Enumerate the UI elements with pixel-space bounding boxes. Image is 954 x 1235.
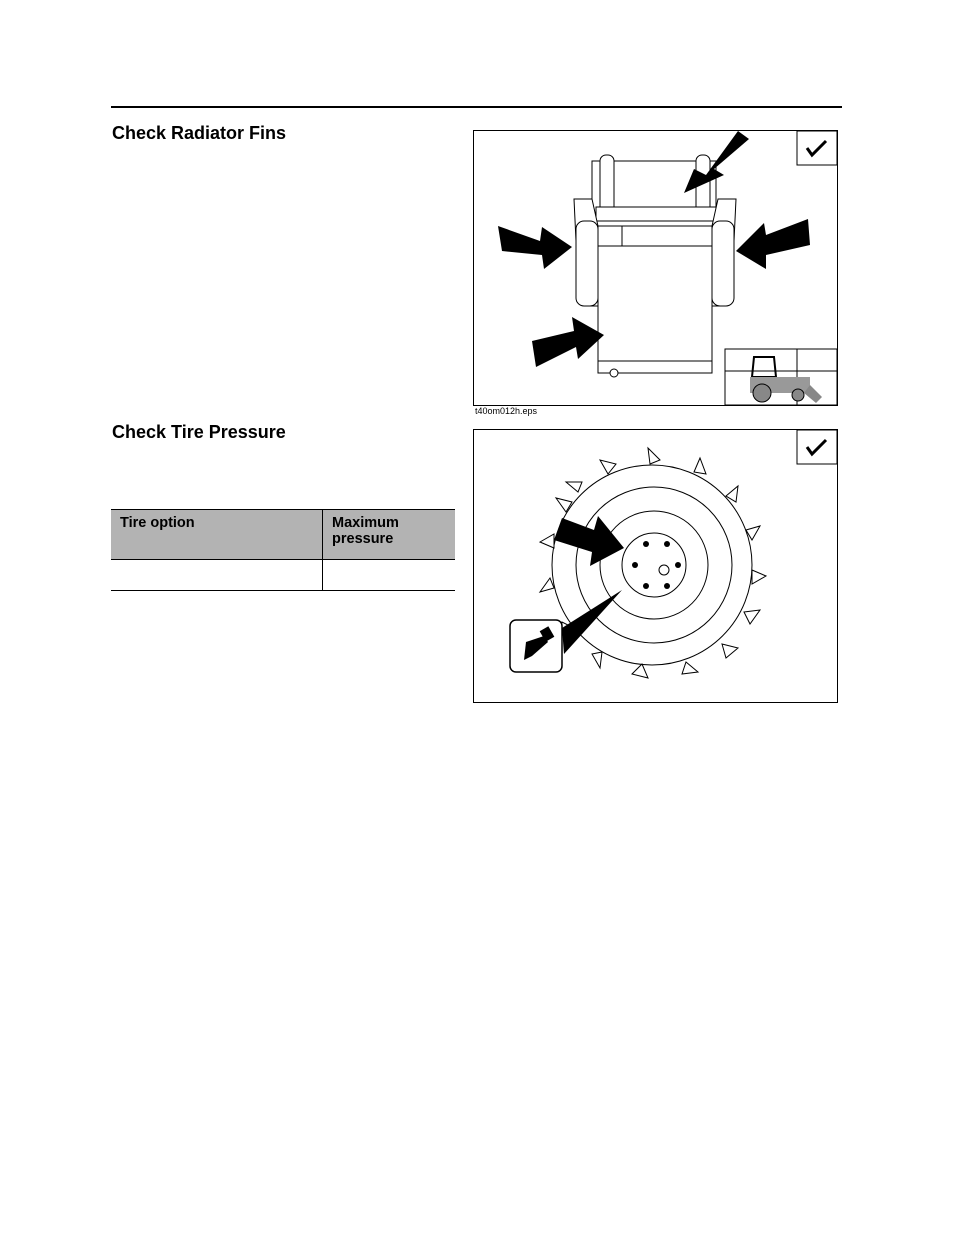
machine-location-icon [724, 348, 837, 405]
valve-stem-icon [509, 619, 563, 673]
section-heading-tire: Check Tire Pressure [112, 422, 286, 442]
table-cell [322, 559, 455, 591]
table-header-row: Tire option Maximum pressure [111, 509, 455, 560]
header-rule [111, 106, 842, 108]
column-header-maximum-pressure: Maximum pressure [322, 509, 455, 560]
table-cell [111, 559, 323, 591]
tire-figure [473, 429, 838, 703]
arrow-icon [498, 131, 810, 367]
figure-caption: t40om012h.eps [475, 406, 538, 416]
radiator-figure [473, 130, 838, 406]
column-header-tire-option: Tire option [111, 509, 323, 560]
tire-pressure-table: Tire option Maximum pressure [111, 509, 455, 591]
arrow-icon [554, 516, 624, 566]
tire-illustration [509, 430, 837, 679]
table-row [111, 559, 455, 591]
section-heading-radiator: Check Radiator Fins [112, 123, 287, 143]
radiator-illustration [498, 131, 837, 405]
checkmark-icon [796, 131, 837, 166]
checkmark-icon [796, 430, 837, 465]
